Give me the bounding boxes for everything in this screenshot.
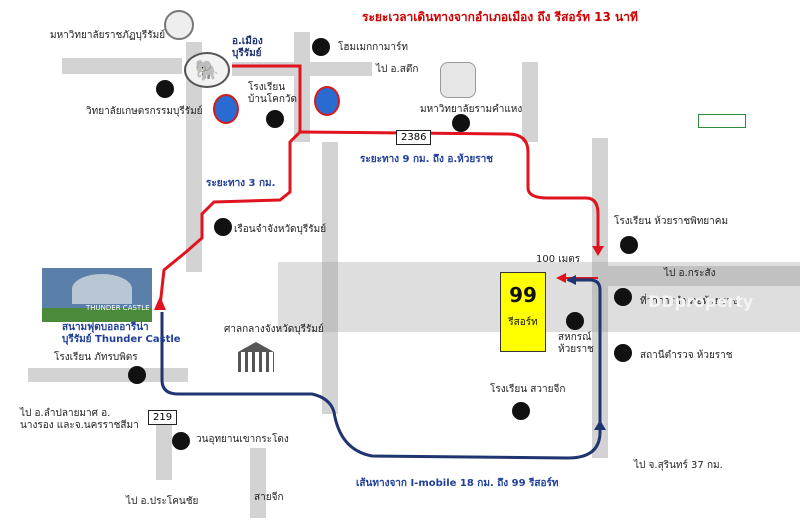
sawaychik-school-marker — [512, 402, 530, 420]
phattharaphit-marker — [128, 366, 146, 384]
ramkhamhaeng-marker — [452, 114, 470, 132]
ban-khokwat-marker — [266, 110, 284, 128]
agri-college-marker — [156, 80, 174, 98]
huairat-office-marker — [614, 288, 632, 306]
label-imobile-route: เส้นทางจาก I-mobile 18 กม. ถึง 99 รีสอร์… — [356, 478, 559, 489]
green-outline-box — [698, 114, 746, 128]
resort-label: รีสอร์ท — [508, 317, 538, 328]
label-to-krasang: ไป อ.กระสัง — [664, 268, 716, 279]
road-bottom-center — [250, 448, 266, 518]
road-vertical-mueang — [294, 32, 310, 142]
resort-number: 99 — [509, 283, 537, 307]
buddha-statue-icon — [440, 62, 476, 98]
label-court: ศาลกลางจังหวัดบุรีรัมย์ — [224, 324, 324, 335]
red-arrow-left-top — [154, 296, 166, 310]
label-amphoe-mueang: อ.เมือง บุรีรัมย์ — [232, 36, 263, 59]
label-to-surin: ไป จ.สุรินทร์ 37 กม. — [634, 460, 723, 471]
red-arrow-left — [556, 273, 566, 283]
label-stadium: สนามฟุตบอลอารีน่า บุรีรัมย์ Thunder Cast… — [62, 322, 181, 345]
road-vertical-center — [322, 142, 338, 414]
road-vertical-left — [186, 42, 202, 272]
label-to-prakhonchai: ไป อ.ประโคนชัย — [126, 496, 199, 507]
coop-marker — [566, 312, 584, 330]
resort-99-marker: 99 รีสอร์ท — [500, 272, 546, 352]
court-body — [238, 352, 274, 372]
label-agri-college: วิทยาลัยเกษตรกรรมบุรีรัมย์ — [86, 106, 203, 117]
stadium-sign-text: THUNDER CASTLE — [86, 304, 150, 312]
label-rajabhat: มหาวิทยาลัยราชภัฏบุรีรัมย์ — [50, 30, 166, 41]
red-route-main — [299, 130, 600, 246]
label-huairat-office: ที่ว่าการอำเภอห้วยราช — [640, 296, 739, 307]
ptt-icon-2 — [314, 86, 340, 116]
road-vertical-ramkhamhaeng — [522, 62, 538, 142]
label-dist-100m: 100 เมตร — [536, 254, 581, 265]
watermark-text: DDproperty — [648, 292, 754, 311]
label-coop: สหกรณ์ ห้วยราช — [558, 332, 594, 355]
police-marker — [614, 344, 632, 362]
wanutthayan-marker — [172, 432, 190, 450]
road-top-left — [62, 58, 182, 74]
huairat-school-marker — [620, 236, 638, 254]
label-prison: เรือนจำจังหวัดบุรีรัมย์ — [234, 224, 327, 235]
court-roof — [238, 342, 274, 352]
blue-route — [160, 278, 602, 460]
label-wanutthayan: วนอุทยานเขากระโดง — [196, 434, 289, 445]
red-route — [158, 64, 302, 307]
label-huairat-school: โรงเรียน ห้วยราชพิทยาคม — [614, 216, 729, 227]
label-to-satuek: ไป อ.สตึก — [376, 64, 419, 75]
label-sawaychik: สายจีก — [254, 492, 284, 503]
road-bottom-left — [156, 410, 172, 480]
label-police: สถานีตำรวจ ห้วยราช — [640, 350, 733, 361]
route-2386-sign: 2386 — [396, 130, 432, 145]
map-title: ระยะเวลาเดินทางจากอำเภอเมือง ถึง รีสอร์ท… — [362, 10, 638, 24]
stadium-photo: THUNDER CASTLE — [42, 268, 152, 322]
label-dist-3km: ระยะทาง 3 กม. — [206, 178, 276, 189]
label-homemart: โฮมเมกกามาร์ท — [338, 42, 408, 53]
homemart-marker — [312, 38, 330, 56]
label-to-lamplaimat: ไป อ.ลำปลายมาศ อ. นางรอง และจ.นครราชสีมา — [20, 408, 139, 431]
ptt-icon-1 — [213, 94, 239, 124]
university-seal-icon — [164, 10, 194, 40]
prison-marker — [214, 218, 232, 236]
label-dist-9km: ระยะทาง 9 กม. ถึง อ.ห้วยราช — [360, 154, 493, 165]
blue-arrow-left — [566, 275, 576, 285]
blue-arrow-up — [594, 420, 606, 430]
elephant-icon: 🐘 — [184, 52, 230, 88]
stadium-ground — [42, 308, 152, 322]
stadium-roof — [72, 274, 132, 304]
label-phattharaphit: โรงเรียน ภัทรบพิตร — [54, 352, 138, 363]
label-ban-khokwat: โรงเรียน บ้านโคกวัด — [248, 82, 298, 105]
road-left-horizontal — [28, 368, 188, 382]
road-to-krasang — [600, 266, 800, 286]
route-219-sign: 219 — [148, 410, 178, 425]
label-sawaychik-school: โรงเรียน สวายจีก — [490, 384, 566, 395]
court-building-icon — [238, 342, 274, 372]
label-ramkhamhaeng: มหาวิทยาลัยรามคำแหง — [420, 104, 523, 115]
red-arrow-down — [592, 246, 604, 256]
